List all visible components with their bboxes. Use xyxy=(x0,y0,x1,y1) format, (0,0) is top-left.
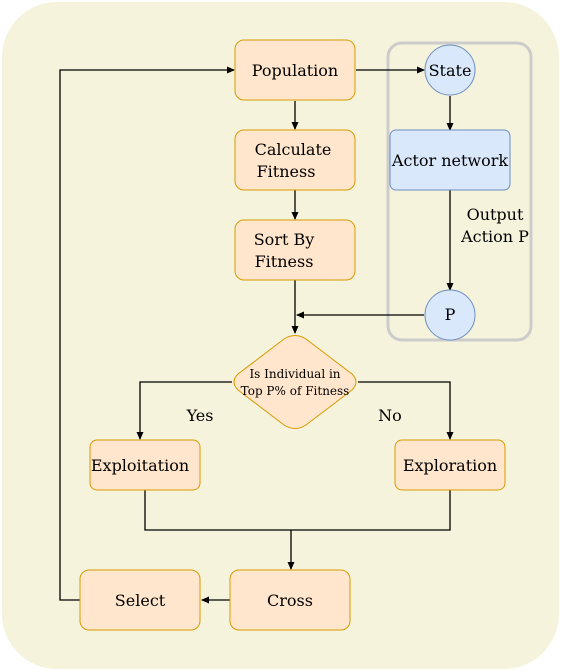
exploration-shape xyxy=(394,439,506,491)
exploration-label: Exploration xyxy=(403,456,497,475)
p-circle xyxy=(424,289,476,341)
state-circle xyxy=(424,44,476,96)
arrow-exploitation-exploration-to-cross xyxy=(144,490,451,569)
p-label: P xyxy=(445,305,456,324)
p-node: P xyxy=(424,289,476,341)
sort-by-fitness-label-line-2: Fitness xyxy=(255,252,314,271)
exploitation-label: Exploitation xyxy=(91,456,189,475)
decision-label-line-2: Top P% of Fitness xyxy=(241,384,350,398)
actor-group-container xyxy=(386,41,533,342)
exploration-box: Exploration xyxy=(394,439,506,491)
exploitation-box: Exploitation xyxy=(89,439,201,491)
output-action-label-line-2: Action P xyxy=(460,227,529,246)
state-label: State xyxy=(429,61,472,80)
no-label: No xyxy=(378,406,402,425)
population-shape xyxy=(234,39,356,101)
actor-network-shape xyxy=(389,129,511,191)
sort-by-fitness-shape xyxy=(234,219,356,281)
cross-box: Cross xyxy=(229,569,351,631)
calculate-fitness-box: Calculate Fitness xyxy=(234,129,356,191)
output-action-label-line-1: Output xyxy=(467,205,524,224)
state-node: State xyxy=(424,44,476,96)
actor-network-box: Actor network xyxy=(389,129,511,191)
cross-shape xyxy=(229,569,351,631)
sort-by-fitness-label-line-1: Sort By xyxy=(254,230,315,249)
population-label: Population xyxy=(252,61,338,80)
exploitation-shape xyxy=(89,439,201,491)
arrow-select-to-population xyxy=(59,66,235,601)
calculate-fitness-shape xyxy=(234,129,356,191)
cross-label: Cross xyxy=(267,591,313,610)
decision-shape xyxy=(233,335,357,429)
calculate-fitness-label-line-1: Calculate xyxy=(255,140,332,159)
sort-by-fitness-box: Sort By Fitness xyxy=(234,219,356,281)
connectors xyxy=(59,66,454,604)
select-label: Select xyxy=(115,591,166,610)
decision-label-line-1: Is Individual in xyxy=(249,367,340,381)
arrow-decision-to-exploration xyxy=(358,381,454,440)
calculate-fitness-label-line-2: Fitness xyxy=(257,162,316,181)
arrow-decision-to-exploitation xyxy=(136,381,232,440)
select-shape xyxy=(79,569,201,631)
population-box: Population xyxy=(234,39,356,101)
decision-diamond: Is Individual in Top P% of Fitness xyxy=(233,335,357,429)
actor-network-label: Actor network xyxy=(391,151,508,170)
yes-label: Yes xyxy=(186,406,214,425)
select-box: Select xyxy=(79,569,201,631)
